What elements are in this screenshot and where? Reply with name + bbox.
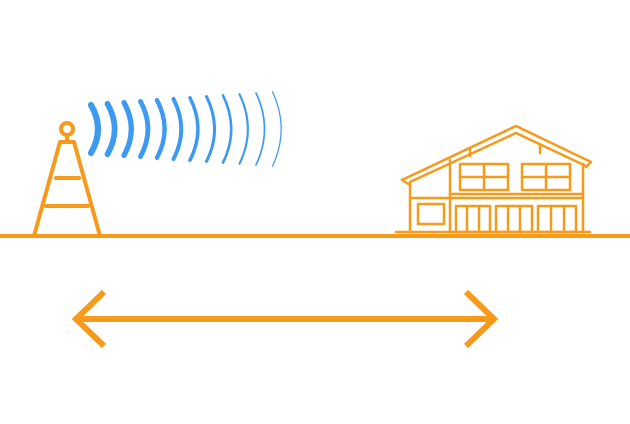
signal-wave — [138, 98, 151, 160]
tower-frame — [32, 140, 102, 238]
signal-wave — [238, 93, 249, 165]
arrow-head-left — [71, 289, 107, 349]
signal-wave — [271, 91, 282, 167]
signal-wave — [154, 98, 167, 160]
house-roof — [400, 124, 593, 182]
signal-wave — [87, 101, 102, 157]
signal-waves-icon — [87, 91, 282, 167]
door-3 — [536, 204, 578, 234]
house-roof-inner — [408, 131, 588, 184]
house-eave-right — [584, 160, 593, 169]
door-2 — [494, 204, 534, 234]
signal-wave — [121, 99, 134, 159]
signal-wave — [188, 96, 200, 162]
signal-wave — [221, 94, 233, 164]
house-eave-left — [400, 178, 412, 187]
signal-wave — [171, 97, 184, 161]
double-arrow-icon — [71, 289, 499, 349]
signal-wave — [204, 95, 216, 163]
arrow-head-right — [463, 289, 499, 349]
signal-wave — [255, 92, 266, 166]
radio-tower-icon — [32, 121, 102, 238]
house-icon — [394, 124, 593, 234]
window-side — [416, 202, 446, 226]
door-1 — [454, 204, 492, 234]
signal-wave — [104, 100, 118, 158]
